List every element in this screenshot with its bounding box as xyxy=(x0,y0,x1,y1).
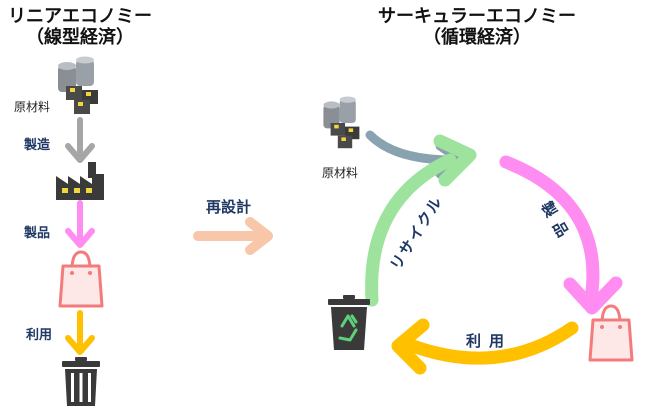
manufacture-label: 製造 xyxy=(24,137,51,152)
use-arrow xyxy=(65,310,95,355)
circular-shopping-bag-icon xyxy=(588,304,634,362)
linear-economy-title: リニアエコノミー （線型経済） xyxy=(4,6,156,48)
circular-title-text: サーキュラーエコノミー xyxy=(378,6,576,26)
product-arc xyxy=(499,155,623,315)
recycle-bin-icon xyxy=(328,295,370,350)
drums-and-boxes-icon xyxy=(58,56,98,114)
circular-economy-title: サーキュラーエコノミー （循環経済） xyxy=(362,6,592,48)
redesign-arrow xyxy=(193,217,273,255)
use-label: 利用 xyxy=(26,327,53,342)
linear-raw-material-label: 原材料 xyxy=(14,100,51,114)
product-label: 製品 xyxy=(24,225,51,240)
use-arc-label: 利用 xyxy=(466,333,513,350)
circular-drums-and-boxes-icon xyxy=(323,96,360,149)
shopping-bag-icon xyxy=(58,250,104,308)
trash-can-icon xyxy=(62,357,100,406)
recycle-arc xyxy=(365,134,477,307)
use-arc xyxy=(391,318,579,375)
redesign-label: 再設計 xyxy=(206,199,252,216)
circular-raw-material-label: 原材料 xyxy=(322,166,359,180)
factory-icon xyxy=(56,162,104,200)
linear-title-text: リニアエコノミー xyxy=(8,6,152,26)
circular-subtitle-text: （循環経済） xyxy=(423,27,531,47)
product-arrow xyxy=(65,200,95,248)
linear-subtitle-text: （線型経済） xyxy=(26,27,134,47)
manufacture-arrow xyxy=(65,117,95,163)
